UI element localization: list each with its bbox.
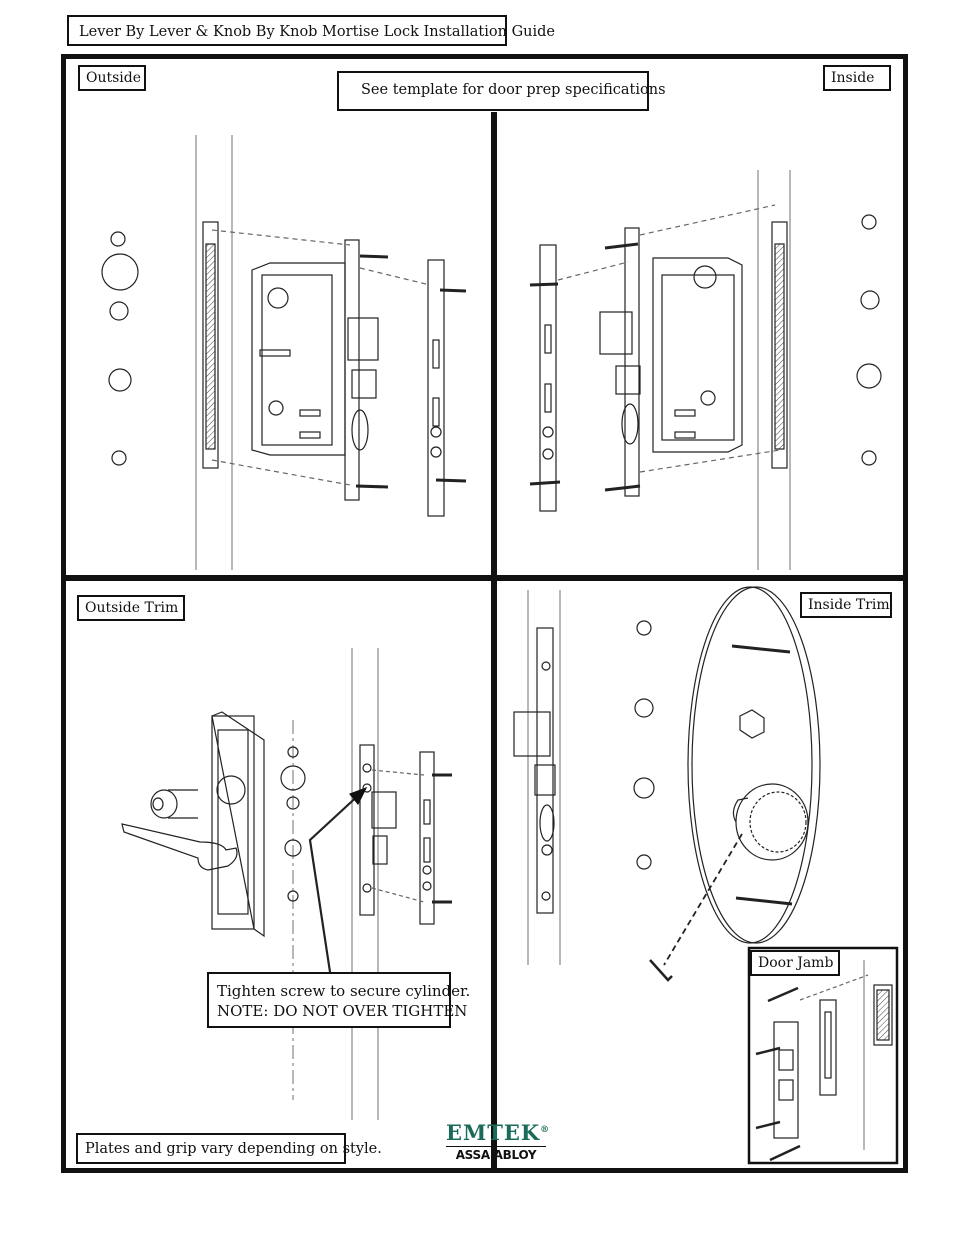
cylinder-note: Tighten screw to secure cylinder. NOTE: … xyxy=(207,972,471,1028)
logo-brand: EMTEK® xyxy=(446,1120,551,1145)
cylinder-note-line1: Tighten screw to secure cylinder. xyxy=(217,982,471,1000)
door-prep-note: See template for door prep specification… xyxy=(337,71,666,111)
door-jamb-label: Door Jamb xyxy=(750,950,840,976)
door-jamb-inset xyxy=(747,946,899,1165)
logo-sub: ASSA ABLOY xyxy=(446,1146,546,1162)
horizontal-divider xyxy=(61,575,908,581)
outside-trim-illustration xyxy=(121,648,452,1120)
inside-mortise-illustration xyxy=(529,170,882,570)
outside-trim-label: Outside Trim xyxy=(77,595,185,621)
cylinder-note-line2: NOTE: DO NOT OVER TIGHTEN xyxy=(217,1002,468,1021)
footer-note: Plates and grip vary depending on style. xyxy=(76,1133,382,1164)
vertical-divider-bottom xyxy=(491,578,497,1173)
diagram-frame xyxy=(61,54,908,1173)
page-title: Lever By Lever & Knob By Knob Mortise Lo… xyxy=(67,15,555,46)
vertical-divider-top xyxy=(491,112,497,578)
outside-label: Outside xyxy=(78,65,146,91)
inside-label: Inside xyxy=(823,65,891,91)
inside-trim-illustration xyxy=(513,586,821,982)
outside-mortise-illustration xyxy=(101,135,467,570)
inside-trim-label: Inside Trim xyxy=(800,592,892,618)
door-jamb-illustration xyxy=(755,960,893,1162)
emtek-logo: EMTEK® ASSA ABLOY xyxy=(446,1120,551,1162)
